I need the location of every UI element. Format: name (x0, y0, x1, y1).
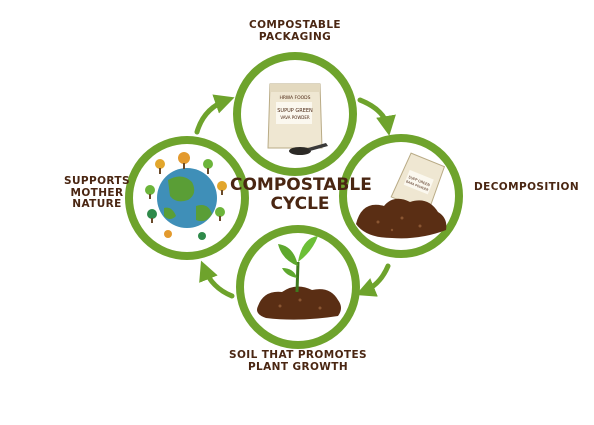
label-soil-plant-growth: SOIL THAT PROMOTES PLANT GROWTH (228, 349, 368, 373)
pouch-brand: HRWA FOODS (279, 95, 310, 101)
arrow-soil-to-nature (199, 260, 235, 299)
label-line: SOIL THAT PROMOTES (229, 349, 367, 361)
label-line: SUPPORTS (64, 175, 130, 187)
soil-sprout-icon (257, 236, 341, 320)
earth-trees-icon (145, 152, 227, 240)
arrow-packaging-to-decomposition (357, 97, 396, 136)
arrow-nature-to-packaging (194, 94, 235, 135)
decomposing-pouch-icon: SUPP GREEN BARA POWDER (356, 152, 447, 239)
label-line: NATURE (72, 198, 122, 211)
pouch-text-1: SUPUP GREEN (277, 108, 313, 114)
center-title-line: CYCLE (270, 194, 330, 215)
center-title-line: COMPOSTABLE (230, 175, 372, 195)
label-line: MOTHER (70, 186, 124, 199)
label-line: DECOMPOSITION (474, 181, 580, 193)
label-line: COMPOSTABLE (248, 19, 341, 31)
label-compostable-packaging: COMPOSTABLE PACKAGING (245, 19, 345, 43)
center-title: COMPOSTABLE CYCLE (230, 175, 372, 215)
label-line: PLANT GROWTH (247, 360, 349, 373)
compostable-pouch-icon: HRWA FOODS SUPUP GREEN VAVA POWDER (267, 83, 328, 155)
label-decomposition: DECOMPOSITION (474, 181, 580, 194)
label-line: PACKAGING (258, 30, 332, 43)
pouch-text-2: VAVA POWDER (280, 115, 310, 120)
label-supports-mother-nature: SUPPORTS MOTHER NATURE (62, 175, 132, 211)
arrow-decomposition-to-soil (355, 263, 391, 297)
